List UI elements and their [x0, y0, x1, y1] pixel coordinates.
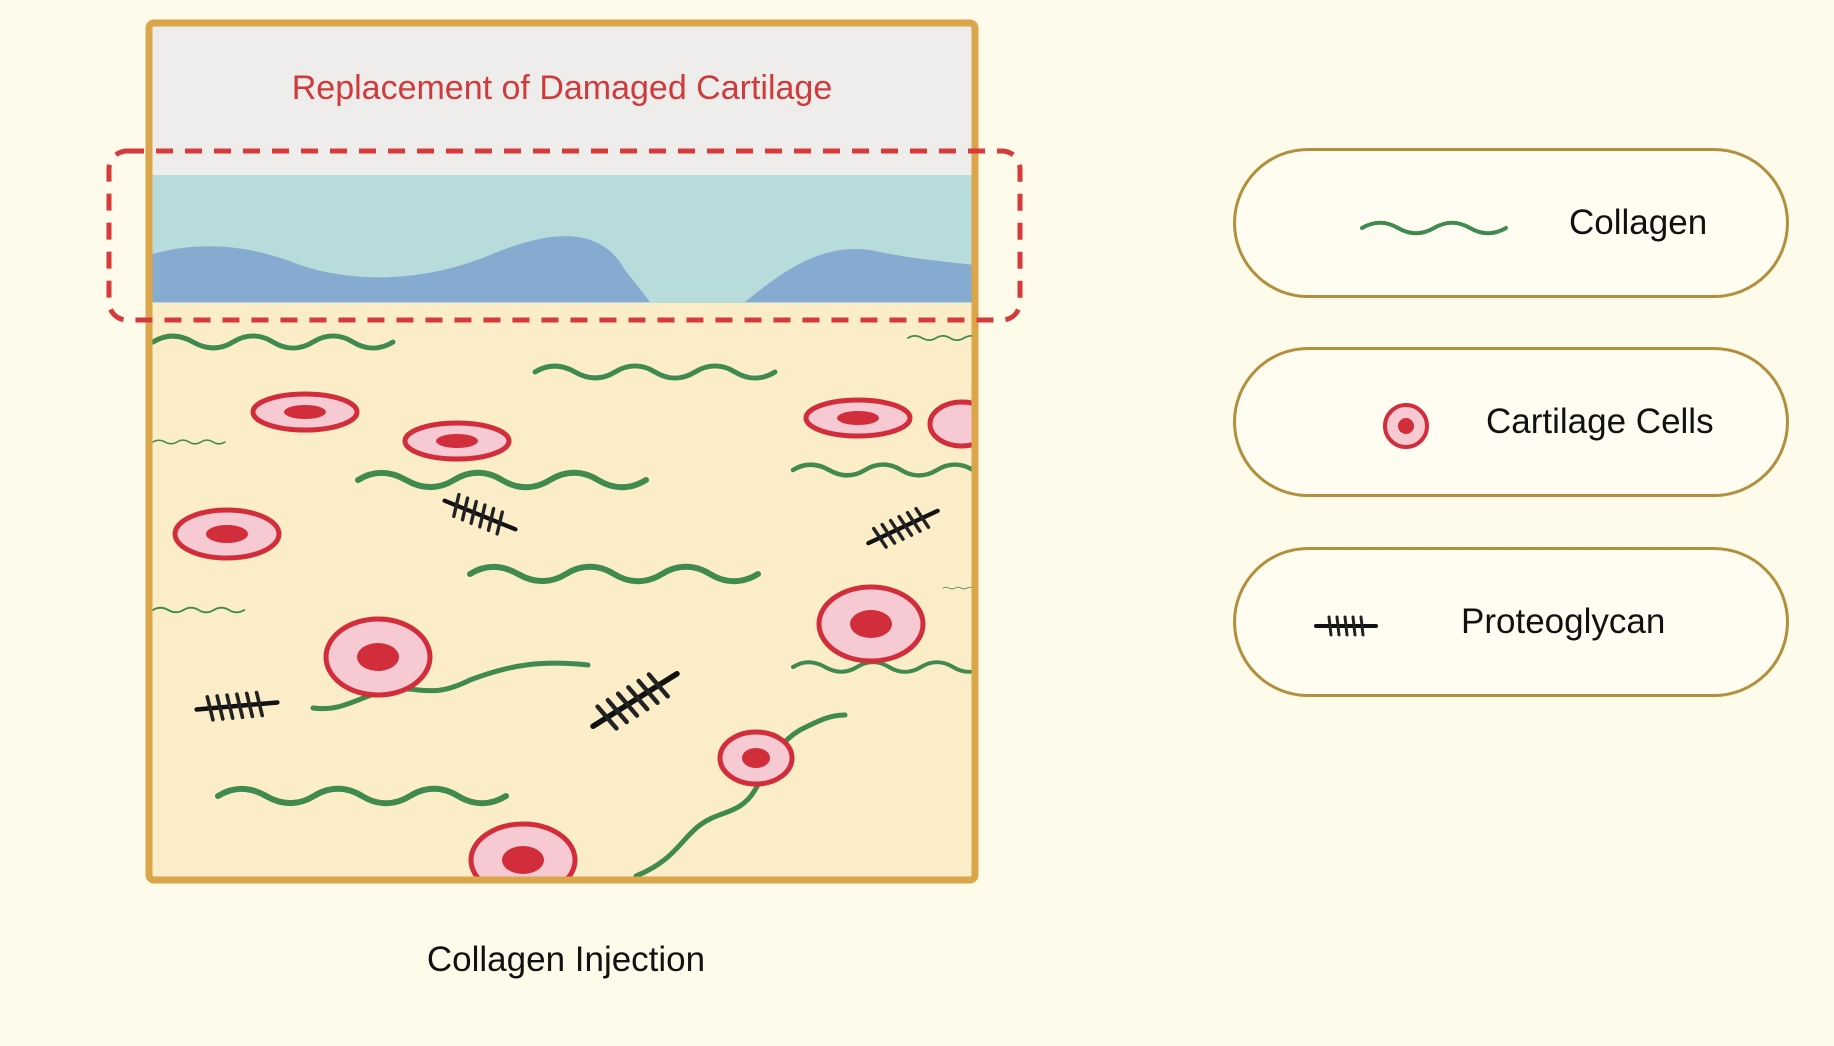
cartilage-panel	[145, 19, 979, 884]
legend-label-collagen: Collagen	[1569, 203, 1708, 242]
diagram-title: Replacement of Damaged Cartilage	[292, 69, 833, 107]
cartilage-cell-icon	[1383, 403, 1429, 449]
diagram-caption: Collagen Injection	[426, 940, 706, 979]
proteoglycan-icon	[1314, 615, 1378, 637]
cartilage-cells	[172, 391, 973, 878]
legend-item-collagen: Collagen	[1233, 148, 1789, 298]
damaged-area-highlight	[106, 148, 1023, 323]
damaged-cartilage-region	[745, 248, 973, 302]
collagen-fiber-icon	[1360, 220, 1508, 236]
damaged-cartilage-region	[151, 236, 650, 302]
legend-item-proteoglycan: Proteoglycan	[1233, 547, 1789, 697]
legend-label-cartilage-cells: Cartilage Cells	[1486, 402, 1714, 441]
collagen-fibers	[153, 336, 973, 878]
legend-label-proteoglycan: Proteoglycan	[1461, 602, 1666, 641]
legend-item-cartilage-cells: Cartilage Cells	[1233, 347, 1789, 497]
